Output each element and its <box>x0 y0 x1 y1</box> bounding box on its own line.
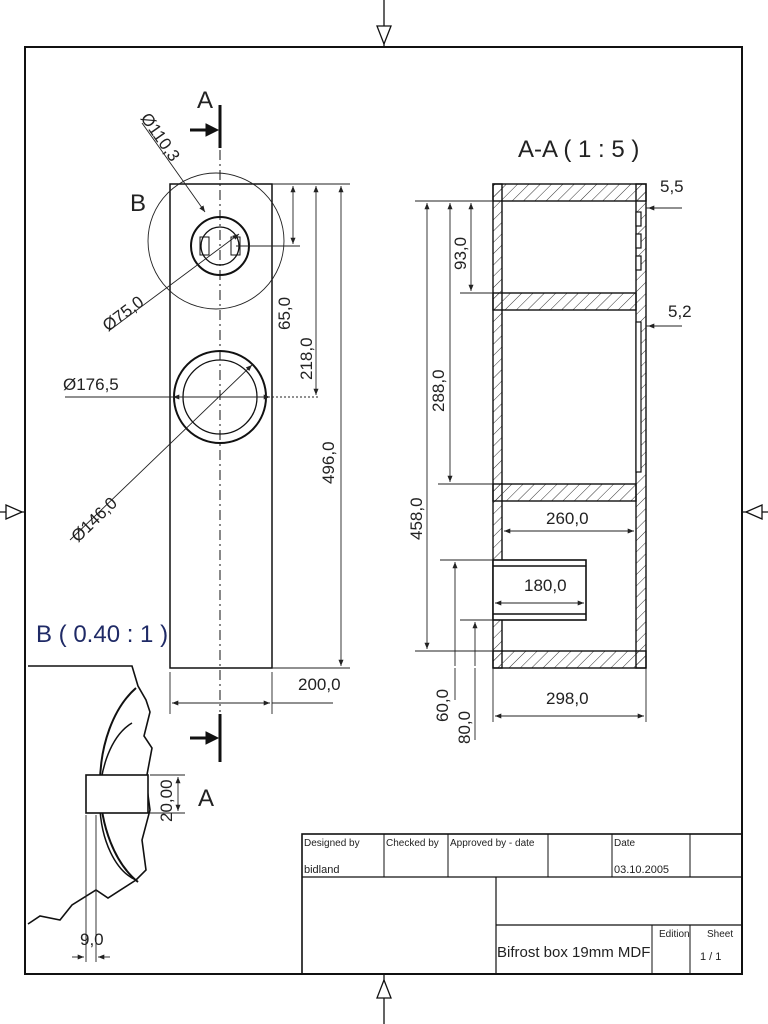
designed-by-value: bidland <box>304 864 339 876</box>
front-baffle-cutouts <box>635 211 642 473</box>
detail-title: B ( 0.40 : 1 ) <box>36 621 168 648</box>
section-view: A-A ( 1 : 5 ) <box>407 136 692 744</box>
dim-h260: 260,0 <box>546 509 589 528</box>
designed-by-label: Designed by <box>304 838 360 849</box>
title-block: Designed by bidland Checked by Approved … <box>301 833 743 975</box>
detail-slot <box>85 774 149 814</box>
centering-mark-top <box>376 0 392 47</box>
date-label: Date <box>614 838 636 849</box>
approved-label: Approved by - date <box>450 838 535 849</box>
detail-circle-b <box>147 172 285 310</box>
dim-d146: Ø146,0 <box>68 493 121 545</box>
dim-h298: 298,0 <box>546 689 589 708</box>
section-dimension-lines <box>415 200 682 740</box>
sheet-value: 1 / 1 <box>700 951 721 963</box>
centering-mark-bottom <box>376 974 392 1024</box>
detail-view: B ( 0.40 : 1 ) 20,00 9,0 <box>27 621 185 962</box>
dim-h180: 180,0 <box>524 576 567 595</box>
dim-v288: 288,0 <box>429 369 448 412</box>
detail-boundary <box>27 665 153 925</box>
section-mark-top: A <box>197 87 213 114</box>
drawing-title: Bifrost box 19mm MDF <box>497 944 650 961</box>
dim-d176: Ø176,5 <box>63 375 119 394</box>
dim-h9: 9,0 <box>80 930 104 949</box>
front-view: A A B <box>63 87 350 812</box>
centering-mark-right <box>742 504 768 520</box>
dim-d55: 5,5 <box>660 177 684 196</box>
section-mark-bottom: A <box>198 785 214 812</box>
section-title: A-A ( 1 : 5 ) <box>518 136 639 163</box>
dim-v218: 218,0 <box>297 337 316 380</box>
sheet-label: Sheet <box>707 929 733 940</box>
dim-d52: 5,2 <box>668 302 692 321</box>
checked-by-label: Checked by <box>386 838 439 849</box>
centering-mark-left <box>0 504 25 520</box>
dim-v458: 458,0 <box>407 497 426 540</box>
dim-v80: 80,0 <box>455 711 474 744</box>
dim-v60: 60,0 <box>433 689 452 722</box>
section-arrow-bottom <box>190 731 220 745</box>
edition-label: Edition <box>659 929 690 940</box>
dim-v496: 496,0 <box>319 441 338 484</box>
date-value: 03.10.2005 <box>614 864 669 876</box>
detail-mark: B <box>130 190 146 217</box>
front-dimension-lines <box>65 122 350 714</box>
dim-v20: 20,00 <box>157 779 176 822</box>
dim-v65: 65,0 <box>275 297 294 330</box>
dim-d110: Ø110,3 <box>137 109 184 165</box>
dim-v93: 93,0 <box>451 237 470 270</box>
port-tube <box>492 559 587 621</box>
dim-h200: 200,0 <box>298 675 341 694</box>
detail-dimension-lines <box>72 774 185 962</box>
dim-d75: Ø75,0 <box>99 292 147 335</box>
section-arrow-top <box>190 123 220 137</box>
front-panel-outline <box>169 183 273 669</box>
